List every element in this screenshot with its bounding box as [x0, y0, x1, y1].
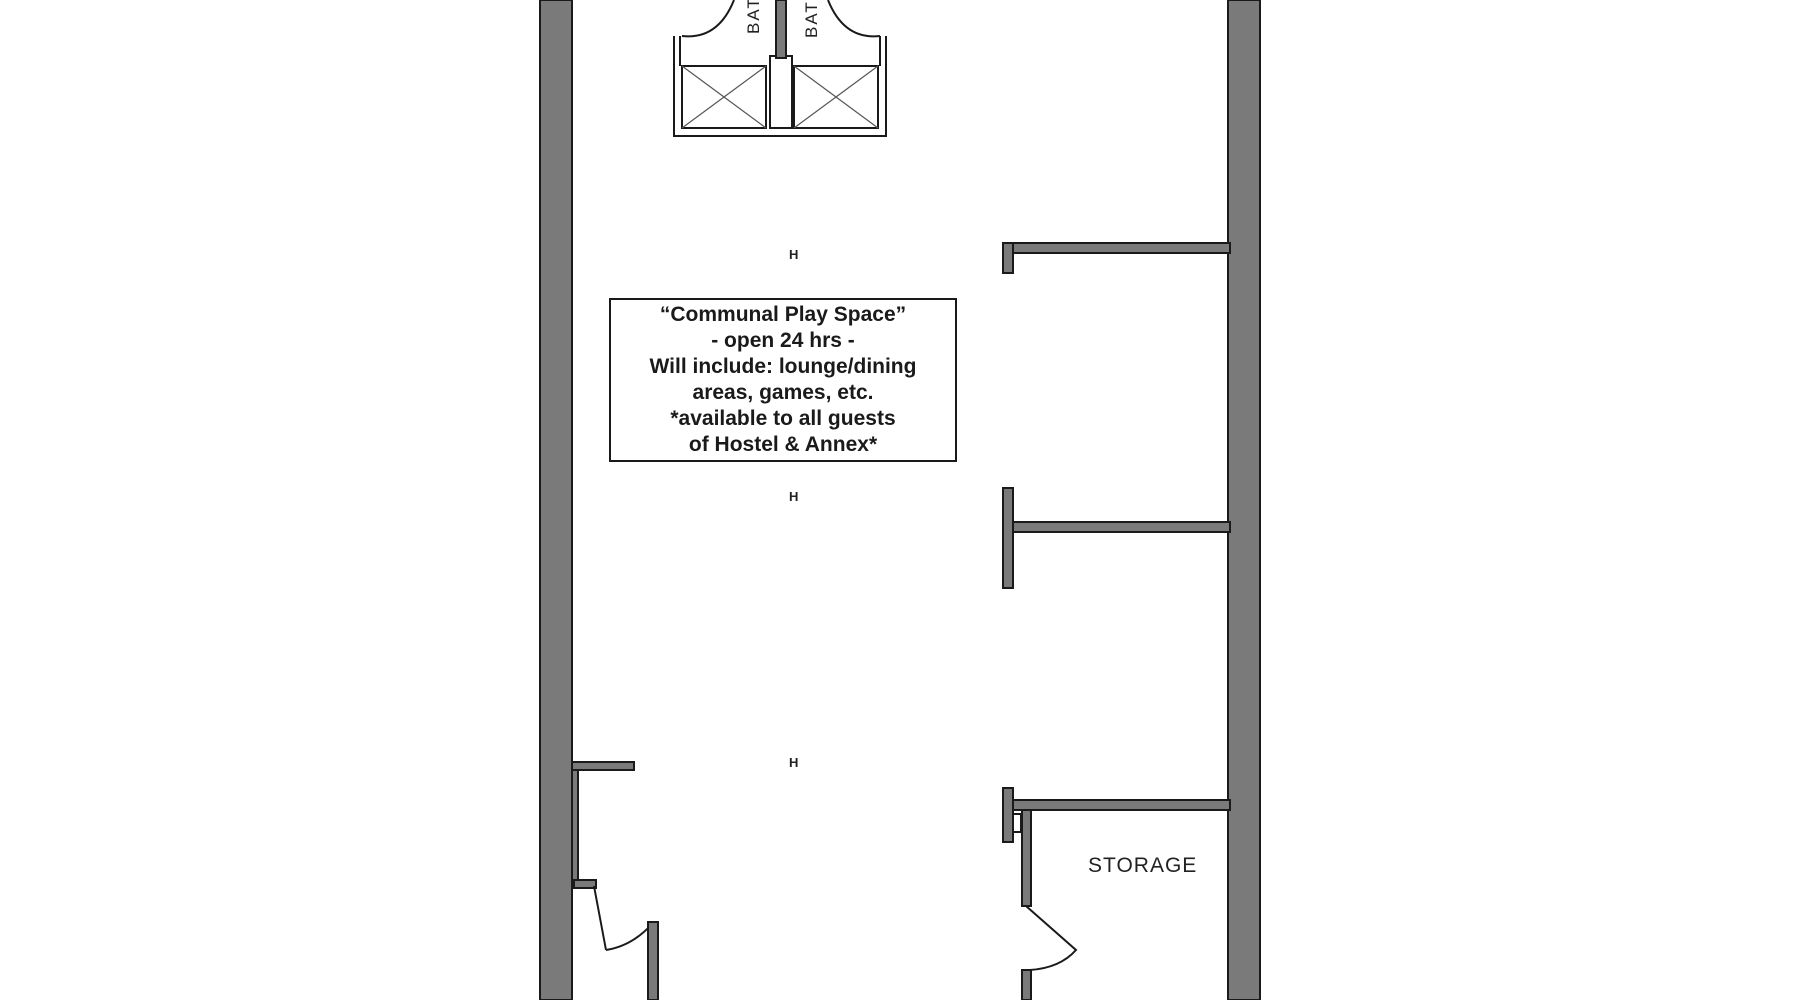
storage-north-wall [1002, 799, 1231, 811]
east-room-upper-wall [1002, 242, 1231, 254]
heater-mark-1: H [789, 247, 799, 262]
storage-west-wall-upper [1021, 809, 1032, 907]
west-door-jamb [573, 879, 597, 889]
bath-right-door-swing [827, 0, 881, 38]
bath-enclosure-outline [673, 36, 887, 137]
east-room-middle-wall [1002, 521, 1231, 533]
east-exterior-wall [1227, 0, 1261, 1000]
west-door-post [647, 921, 659, 1000]
west-room-wall-stub [571, 769, 579, 889]
bath-left-cross-b [681, 65, 767, 129]
bath-center-wall [775, 0, 787, 59]
bath-left-door-swing [681, 0, 735, 38]
west-exterior-wall [539, 0, 573, 1000]
storage-room-label: STORAGE [1088, 854, 1198, 877]
notice-includes-line-2: areas, games, etc. [692, 381, 874, 404]
bath-left-stall [681, 65, 767, 129]
west-door-swing [605, 923, 653, 951]
heater-mark-3: H [789, 755, 799, 770]
west-room-north-wall [571, 761, 635, 771]
storage-northwest-stub [1002, 787, 1014, 843]
notice-title: “Communal Play Space” [659, 303, 907, 326]
notice-availability-line-1: *available to all guests [670, 407, 896, 430]
notice-availability-line-2: of Hostel & Annex* [688, 433, 878, 456]
communal-play-space-notice: “Communal Play Space” - open 24 hrs - Wi… [609, 298, 957, 462]
bath-divider-chase [769, 55, 793, 129]
bath-label-right: BAT [802, 0, 821, 38]
notice-includes-line-1: Will include: lounge/dining [649, 355, 917, 378]
storage-column [1012, 813, 1022, 833]
bath-right-stall [793, 65, 879, 129]
heater-mark-2: H [789, 489, 799, 504]
bath-right-cross-b [793, 65, 879, 129]
notice-hours: - open 24 hrs - [711, 329, 855, 352]
east-room-middle-stub [1002, 487, 1014, 589]
bathroom-block [673, 0, 887, 137]
bath-label-left: BAT [744, 0, 763, 34]
west-door-leaf [593, 885, 607, 951]
storage-west-wall-lower [1021, 969, 1032, 1000]
storage-door-swing [1025, 905, 1078, 971]
east-room-upper-stub [1002, 242, 1014, 274]
